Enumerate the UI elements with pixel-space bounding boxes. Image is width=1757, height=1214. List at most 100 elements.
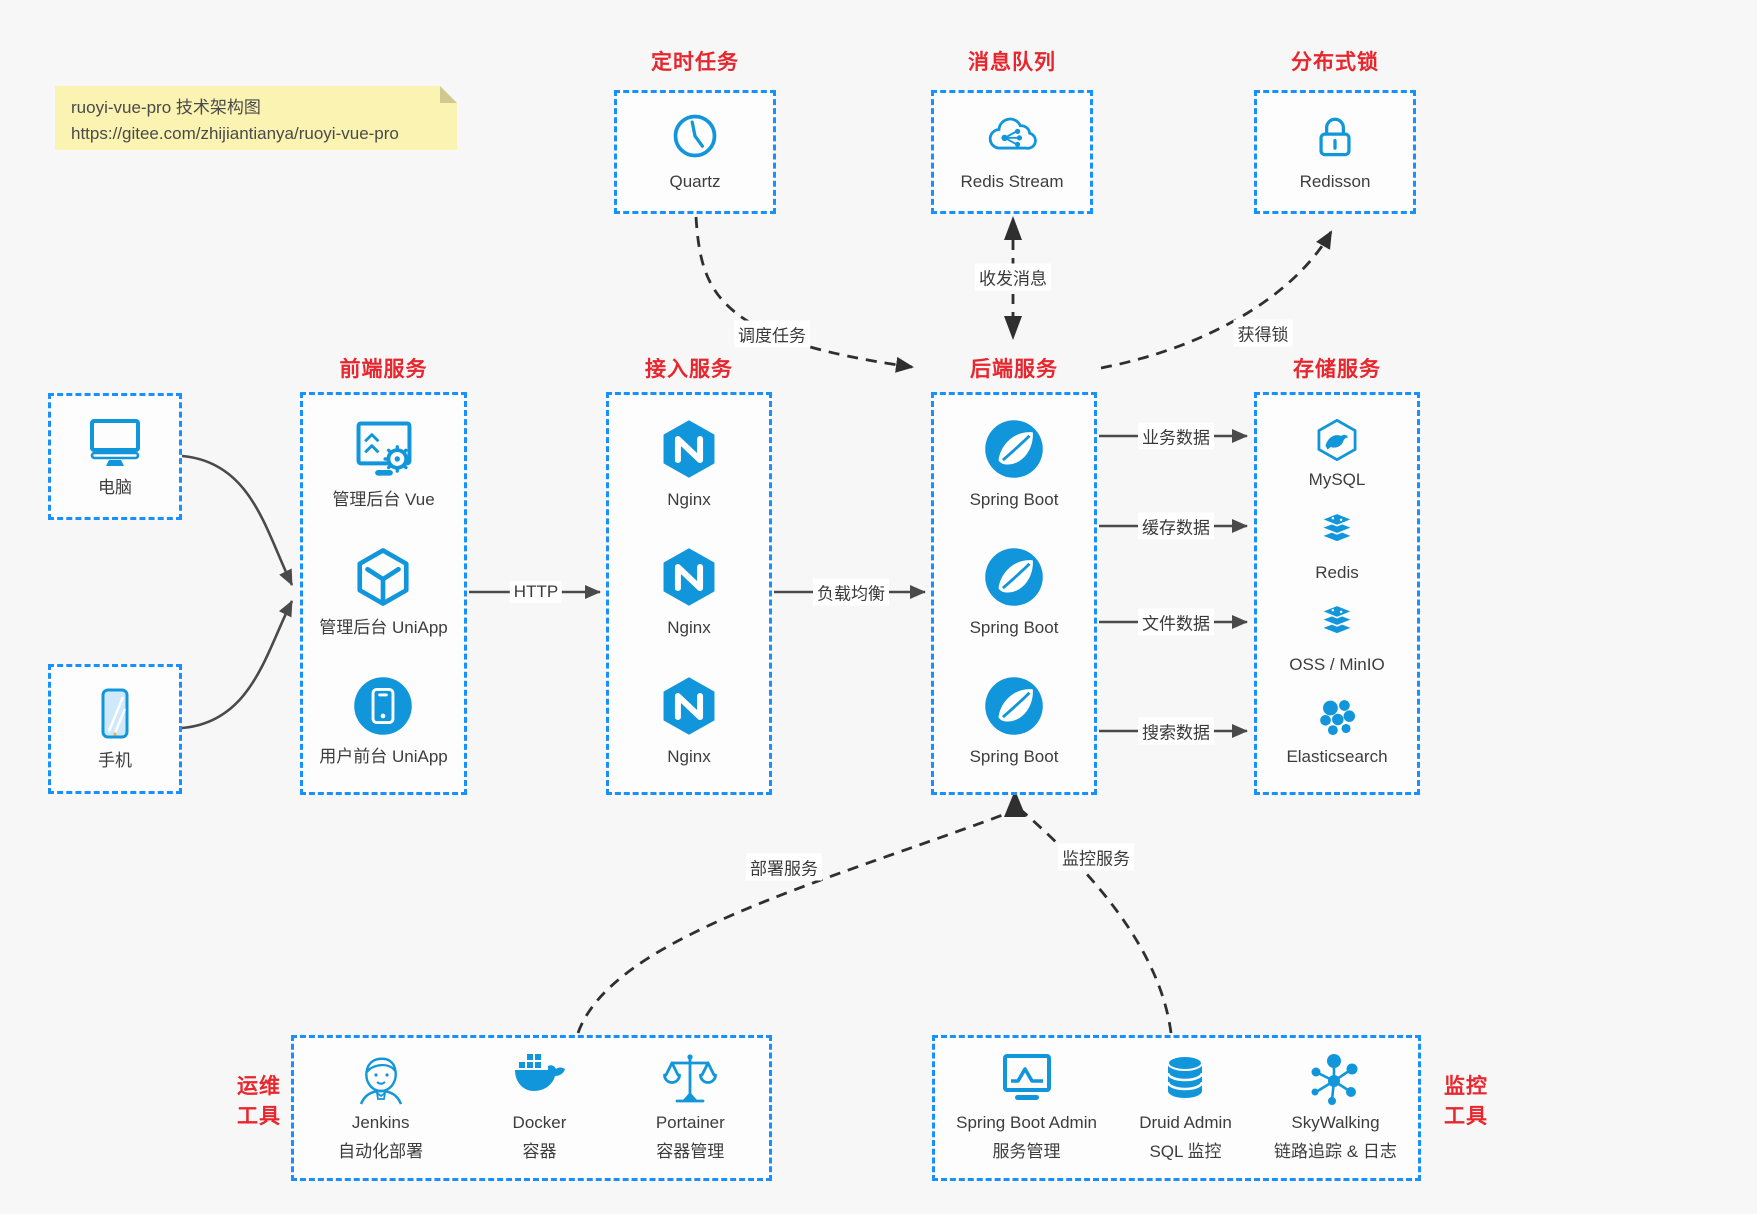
lock-icon: [1319, 117, 1351, 156]
spring-boot-icon: [985, 420, 1043, 478]
jenkins-label: Jenkins: [351, 1113, 410, 1133]
backend-item-spring-3: Spring Boot: [969, 675, 1059, 770]
nginx-label: Nginx: [667, 489, 711, 509]
storage-item-mysql: MySQL: [1308, 417, 1366, 493]
frontend-item-admin-uniapp: 管理后台 UniApp: [319, 546, 448, 641]
quartz-box: Quartz: [614, 90, 776, 214]
frontend-box: 管理后台 Vue 管理后台 UniApp 用户前台 UniApp: [300, 392, 467, 795]
mq-arrowhead-up: [1004, 216, 1022, 240]
column-title-storage: 存储服务: [1293, 358, 1381, 381]
monitor-side-line1: 监控: [1444, 1075, 1488, 1098]
redis-stream-box: Redis Stream: [931, 90, 1093, 214]
storage-item-oss-minio: OSS / MinIO: [1289, 602, 1385, 678]
cloud-network-icon: [988, 117, 1037, 150]
mysql-label: MySQL: [1308, 470, 1366, 490]
edge-label-schedule: 调度任务: [734, 320, 810, 348]
edge-phone-frontend: [181, 600, 294, 730]
edge-label-biz-data: 业务数据: [1138, 422, 1214, 450]
phone-box: 手机: [48, 664, 182, 794]
ops-tools-box: Jenkins 自动化部署 Docker 容器: [291, 1035, 772, 1181]
clock-icon: [673, 114, 717, 158]
elasticsearch-label: Elasticsearch: [1286, 747, 1388, 767]
spring-boot-label: Spring Boot: [969, 746, 1059, 766]
user-uniapp-label: 用户前台 UniApp: [319, 746, 448, 766]
edge-label-mq: 收发消息: [975, 263, 1051, 291]
access-item-nginx-1: Nginx: [658, 418, 720, 513]
desktop-icon: [90, 419, 140, 467]
storage-item-redis: Redis: [1314, 510, 1360, 586]
ops-item-jenkins: Jenkins 自动化部署: [338, 1051, 423, 1164]
edge-computer-frontend: [181, 454, 294, 586]
monitor-item-druid: Druid Admin SQL 监控: [1139, 1051, 1232, 1164]
sba-label: Spring Boot Admin: [956, 1113, 1097, 1133]
access-box: Nginx Nginx Nginx: [606, 392, 772, 795]
group-title-scheduler: 定时任务: [651, 51, 739, 74]
nginx-icon: [663, 420, 715, 478]
monitor-tools-box: Spring Boot Admin 服务管理 Druid Admin SQL 监…: [932, 1035, 1421, 1181]
skywalking-label: SkyWalking: [1291, 1113, 1380, 1133]
note-url: https://gitee.com/zhijiantianya/ruoyi-vu…: [71, 124, 399, 144]
edge-label-http: HTTP: [509, 581, 563, 603]
skywalking-icon: [1311, 1054, 1358, 1106]
ops-tools-side-label: 运维 工具: [230, 1072, 288, 1133]
redisson-box: Redisson: [1254, 90, 1416, 214]
edge-label-load-balance: 负载均衡: [813, 578, 889, 606]
storage-box: MySQL Redis OSS / MinIO: [1254, 392, 1420, 795]
sba-sub-label: 服务管理: [992, 1142, 1061, 1161]
redis-label: Redis: [1315, 562, 1359, 582]
group-title-mq: 消息队列: [968, 51, 1056, 74]
spring-boot-label: Spring Boot: [969, 489, 1059, 509]
docker-label: Docker: [512, 1113, 567, 1133]
edge-label-search-data: 搜索数据: [1138, 717, 1214, 745]
computer-label: 电脑: [98, 478, 132, 498]
phone-icon: [101, 688, 129, 739]
monitor-item-sba: Spring Boot Admin 服务管理: [956, 1051, 1097, 1164]
spring-boot-label: Spring Boot: [969, 618, 1059, 638]
admin-vue-icon: [356, 421, 411, 476]
sticky-note: ruoyi-vue-pro 技术架构图 https://gitee.com/zh…: [55, 86, 457, 150]
edge-label-monitor: 监控服务: [1058, 843, 1134, 871]
access-item-nginx-3: Nginx: [658, 675, 720, 770]
druid-label: Druid Admin: [1139, 1113, 1232, 1133]
skywalking-sub-label: 链路追踪 & 日志: [1274, 1142, 1397, 1161]
jenkins-icon: [359, 1057, 402, 1105]
uniapp-cube-icon: [357, 548, 410, 607]
jenkins-sub-label: 自动化部署: [338, 1142, 424, 1161]
elasticsearch-icon: [1320, 700, 1356, 736]
edge-deploy: [576, 811, 1009, 1034]
edge-label-deploy: 部署服务: [746, 853, 822, 881]
nginx-label: Nginx: [667, 618, 711, 638]
monitor-tools-side-label: 监控 工具: [1437, 1072, 1495, 1133]
column-title-frontend: 前端服务: [339, 358, 428, 381]
mq-arrowhead-down: [1004, 316, 1022, 340]
spring-boot-admin-icon: [1002, 1054, 1051, 1101]
ops-side-line2: 工具: [237, 1105, 281, 1129]
ops-item-docker: Docker 容器: [511, 1051, 567, 1164]
druid-icon: [1167, 1055, 1204, 1099]
mysql-icon: [1317, 419, 1357, 462]
user-app-circle-icon: [354, 676, 413, 735]
column-title-access: 接入服务: [645, 358, 733, 381]
backend-item-spring-1: Spring Boot: [969, 418, 1059, 513]
ops-side-line1: 运维: [237, 1075, 281, 1098]
edge-label-file-data: 文件数据: [1138, 608, 1214, 636]
edge-get-lock: [1100, 230, 1333, 370]
redis-stream-label: Redis Stream: [960, 171, 1064, 191]
ops-item-portainer: Portainer 容器管理: [656, 1051, 725, 1164]
quartz-label: Quartz: [669, 171, 721, 191]
storage-item-elasticsearch: Elasticsearch: [1286, 694, 1388, 770]
backend-item-spring-2: Spring Boot: [969, 546, 1059, 641]
admin-uniapp-label: 管理后台 UniApp: [319, 618, 448, 638]
nginx-label: Nginx: [667, 746, 711, 766]
access-item-nginx-2: Nginx: [658, 546, 720, 641]
portainer-sub-label: 容器管理: [656, 1142, 725, 1161]
phone-label: 手机: [98, 750, 132, 770]
group-title-lock: 分布式锁: [1291, 51, 1379, 74]
spring-boot-icon: [985, 676, 1043, 735]
edge-label-cache-data: 缓存数据: [1138, 512, 1214, 540]
backend-box: Spring Boot Spring Boot Spring Boot: [931, 392, 1097, 795]
nginx-icon: [663, 548, 715, 606]
portainer-icon: [663, 1054, 718, 1103]
monitor-side-line2: 工具: [1444, 1105, 1488, 1129]
